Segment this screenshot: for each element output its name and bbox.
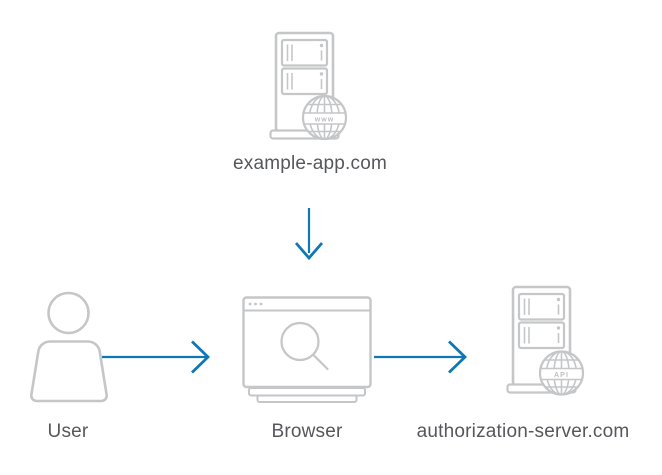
server-www-icon: www: [269, 31, 348, 141]
arrow-user-to-browser: [100, 339, 214, 375]
arrow-app-to-browser: [292, 206, 326, 264]
arrow-browser-to-auth: [372, 339, 470, 375]
globe-www-label: www: [314, 117, 335, 124]
globe-api-label: API: [554, 372, 569, 379]
server-bay: [517, 321, 566, 350]
arrow-right-icon: [102, 340, 211, 374]
example-app-node: www: [266, 26, 350, 144]
user-label: User: [47, 421, 89, 442]
globe-api-icon: API: [538, 350, 585, 396]
server-bay: [517, 292, 566, 321]
server-bay: [280, 67, 329, 96]
user-body: [30, 340, 108, 403]
auth-server-node: API: [503, 280, 587, 398]
user-node: [26, 290, 112, 404]
browser-label: Browser: [271, 421, 343, 442]
user-head: [47, 291, 90, 335]
user-icon: [30, 291, 108, 403]
browser-titlebar-dots: [248, 302, 263, 306]
browser-icon: [242, 296, 372, 403]
browser-base-bar: [248, 387, 366, 397]
example-app-label: example-app.com: [232, 153, 388, 174]
browser-window: [242, 296, 372, 389]
browser-node: [242, 296, 372, 404]
globe-www-icon: www: [301, 94, 348, 141]
search-icon: [280, 321, 329, 371]
server-api-icon: API: [506, 285, 585, 396]
auth-server-label: authorization-server.com: [416, 421, 630, 442]
server-bay: [280, 38, 329, 67]
arrow-down-icon: [294, 208, 324, 261]
arrow-right-icon: [374, 340, 468, 374]
